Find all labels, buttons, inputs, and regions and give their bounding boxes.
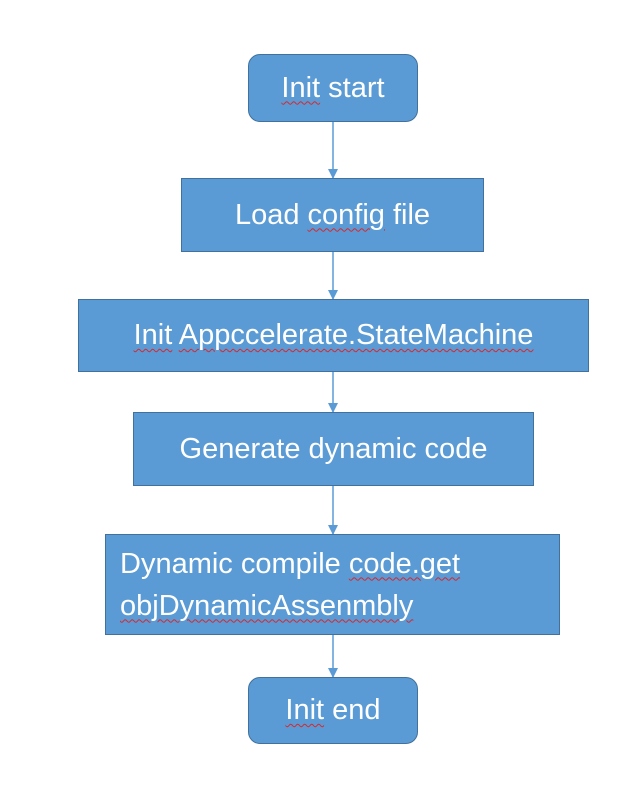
init-start-label: Init start bbox=[281, 72, 384, 105]
init-statemachine-text-0: Init bbox=[133, 319, 173, 351]
init-end-node: Init end bbox=[248, 677, 418, 744]
init-statemachine-label: Init Appccelerate.StateMachine bbox=[134, 319, 534, 352]
generate-code-text-0: Generate dynamic code bbox=[179, 432, 488, 465]
generate-code-node: Generate dynamic code bbox=[133, 412, 534, 486]
load-config-text-0: Load bbox=[234, 198, 308, 231]
dynamic-compile-line-2: objDynamicAssenmbly bbox=[120, 585, 460, 627]
generate-code-label: Generate dynamic code bbox=[180, 433, 488, 466]
init-end-label: Init end bbox=[285, 694, 380, 727]
init-start-node: Init start bbox=[248, 54, 418, 122]
init-end-text-0: Init bbox=[285, 694, 325, 726]
init-start-text-0: Init bbox=[281, 71, 321, 104]
dynamic-compile-node: Dynamic compile code.get objDynamicAssen… bbox=[105, 534, 560, 635]
init-statemachine-text-2: Appccelerate.StateMachine bbox=[178, 319, 534, 351]
load-config-text-1: config bbox=[307, 198, 385, 231]
load-config-text-2: file bbox=[384, 198, 431, 231]
load-config-node: Load config file bbox=[181, 178, 484, 252]
dynamic-compile-line1-text-1: code.get bbox=[348, 547, 461, 580]
init-statemachine-node: Init Appccelerate.StateMachine bbox=[78, 299, 589, 372]
init-end-text-1: end bbox=[324, 694, 381, 726]
dynamic-compile-line-1: Dynamic compile code.get bbox=[120, 543, 460, 585]
dynamic-compile-line2-text-0: objDynamicAssenmbly bbox=[120, 589, 414, 622]
load-config-label: Load config file bbox=[235, 199, 430, 232]
init-start-text-1: start bbox=[320, 71, 385, 104]
dynamic-compile-line1-text-0: Dynamic compile bbox=[120, 547, 349, 580]
